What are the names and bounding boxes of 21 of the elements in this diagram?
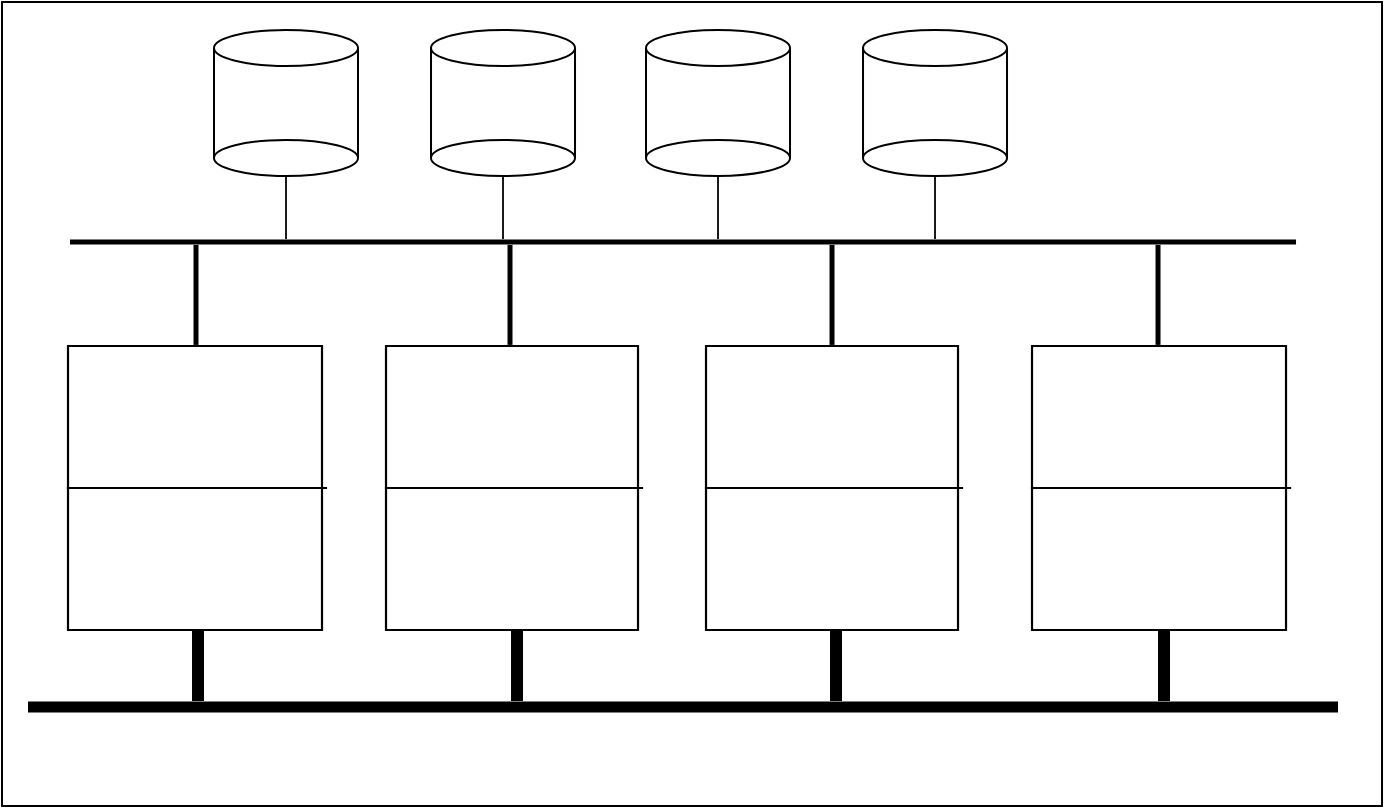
bus-line [70, 239, 1296, 245]
connector-line [934, 175, 936, 240]
database-cylinder [862, 29, 1008, 177]
connector-line [285, 175, 287, 240]
divided-box [383, 344, 645, 632]
divided-box [65, 344, 329, 632]
database-cylinder [213, 29, 359, 177]
divided-box [703, 344, 965, 632]
connector-line [830, 631, 842, 702]
connector-line [717, 175, 719, 240]
database-cylinder [645, 29, 791, 177]
database-cylinder [430, 29, 576, 177]
divided-box [1029, 344, 1293, 632]
connector-line [1155, 244, 1161, 345]
connector-line [193, 244, 199, 345]
connector-line [192, 631, 204, 702]
connector-line [502, 175, 504, 240]
connector-line [829, 244, 835, 345]
connector-line [507, 244, 513, 345]
connector-line [1158, 631, 1170, 702]
connector-line [511, 631, 523, 702]
